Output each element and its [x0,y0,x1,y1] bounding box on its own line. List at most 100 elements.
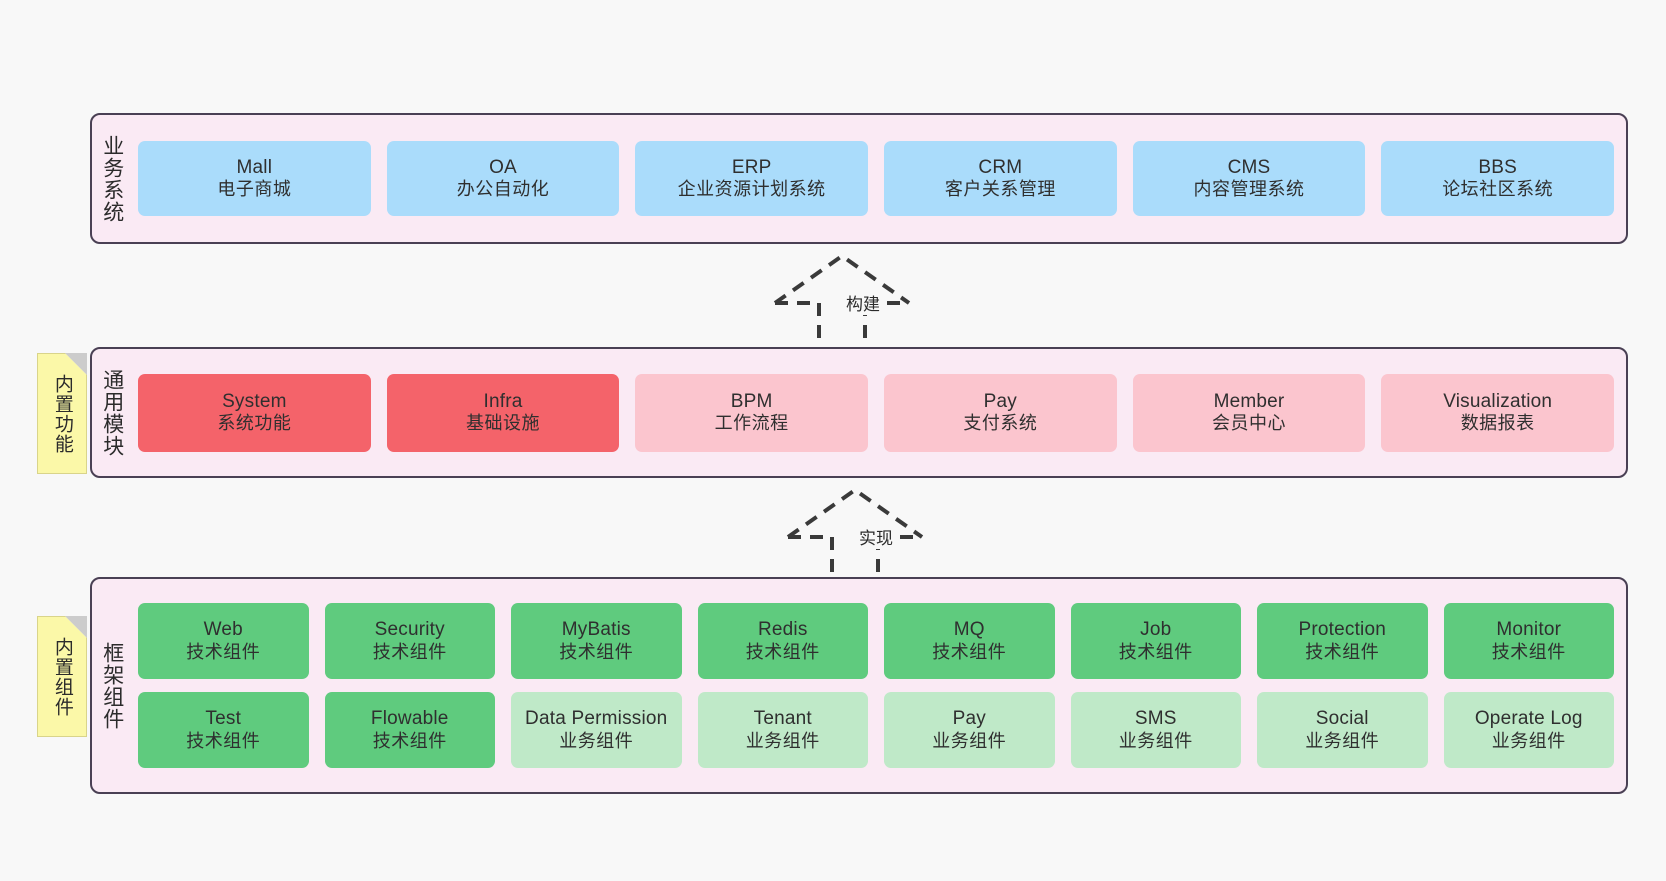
card-subtitle: 支付系统 [963,413,1038,434]
card-infra[interactable]: Infra 基础设施 [386,373,620,452]
card-tenant[interactable]: Tenant 业务组件 [697,692,868,768]
layer-title-common: 通用模块 [100,368,124,457]
card-title: Pay [983,390,1018,412]
card-security[interactable]: Security 技术组件 [324,603,495,679]
card-title: Test [205,708,242,730]
card-row: Web 技术组件 Security 技术组件 MyBatis 技术组件 Redi… [138,603,1614,679]
card-title: BBS [1478,156,1517,178]
card-protection[interactable]: Protection 技术组件 [1257,603,1428,679]
layer-common-module: 通用模块 System 系统功能 Infra 基础设施 BPM 工作流程 Pay… [90,347,1628,478]
card-title: Mall [236,156,273,178]
card-mq[interactable]: MQ 技术组件 [884,603,1055,679]
card-subtitle: 业务组件 [1305,730,1380,751]
connector-label-build: 构建 [843,290,883,315]
card-title: CRM [978,156,1023,178]
card-erp[interactable]: ERP 企业资源计划系统 [635,141,869,216]
card-oa[interactable]: OA 办公自动化 [386,141,620,216]
card-title: BPM [730,390,773,412]
note-builtin-component: 内置组件 [37,616,87,737]
card-title: MyBatis [561,619,631,641]
card-title: SMS [1134,708,1177,730]
card-redis[interactable]: Redis 技术组件 [697,603,868,679]
card-subtitle: 内容管理系统 [1193,179,1305,200]
layer-business-system: 业务系统 Mall 电子商城 OA 办公自动化 ERP 企业资源计划系统 CRM… [90,113,1628,244]
card-job[interactable]: Job 技术组件 [1070,603,1241,679]
card-title: Security [374,619,445,641]
card-row: Mall 电子商城 OA 办公自动化 ERP 企业资源计划系统 CRM 客户关系… [138,141,1615,216]
card-monitor[interactable]: Monitor 技术组件 [1443,603,1614,679]
layer-title-business: 业务系统 [100,134,124,223]
card-title: Operate Log [1474,708,1583,730]
card-title: Infra [483,390,523,412]
card-system[interactable]: System 系统功能 [138,373,371,452]
card-title: Pay [952,708,986,730]
card-test[interactable]: Test 技术组件 [138,692,309,768]
generalization-arrow-icon [786,487,924,580]
card-subtitle: 技术组件 [1491,641,1566,662]
note-text: 内置组件 [51,636,73,717]
card-subtitle: 业务组件 [932,730,1007,751]
card-bbs[interactable]: BBS 论坛社区系统 [1381,141,1615,216]
layer-framework-component: 框架组件 Web 技术组件 Security 技术组件 MyBatis 技术组件… [90,577,1628,794]
card-crm[interactable]: CRM 客户关系管理 [884,141,1117,216]
card-title: Web [203,619,243,641]
card-subtitle: 技术组件 [1118,641,1193,662]
card-subtitle: 技术组件 [372,730,447,751]
card-grid-business: Mall 电子商城 OA 办公自动化 ERP 企业资源计划系统 CRM 客户关系… [132,115,1626,242]
card-subtitle: 数据报表 [1460,413,1535,434]
card-subtitle: 业务组件 [1491,730,1566,751]
card-subtitle: 客户关系管理 [944,179,1056,200]
connector-label-implement: 实现 [856,524,896,549]
card-subtitle: 工作流程 [714,413,789,434]
card-member[interactable]: Member 会员中心 [1132,373,1366,452]
card-subtitle: 基础设施 [466,413,540,434]
card-mybatis[interactable]: MyBatis 技术组件 [511,603,682,679]
card-subtitle: 论坛社区系统 [1442,179,1554,200]
card-subtitle: 技术组件 [745,641,820,662]
card-pay-business[interactable]: Pay 业务组件 [884,692,1055,768]
card-grid-framework: Web 技术组件 Security 技术组件 MyBatis 技术组件 Redi… [132,579,1626,792]
generalization-arrow-icon [773,253,911,346]
card-subtitle: 技术组件 [559,641,634,662]
card-cms[interactable]: CMS 内容管理系统 [1132,141,1366,216]
card-title: CMS [1227,156,1271,178]
card-subtitle: 电子商城 [217,179,292,200]
card-row: System 系统功能 Infra 基础设施 BPM 工作流程 Pay 支付系统… [138,373,1615,452]
card-visualization[interactable]: Visualization 数据报表 [1381,373,1615,452]
card-title: Visualization [1443,390,1553,412]
card-title: Redis [757,619,808,641]
card-subtitle: 技术组件 [372,641,447,662]
card-subtitle: 业务组件 [1118,730,1193,751]
card-subtitle: 业务组件 [559,730,634,751]
card-web[interactable]: Web 技术组件 [138,603,309,679]
card-flowable[interactable]: Flowable 技术组件 [324,692,495,768]
card-title: Social [1315,708,1369,730]
card-title: OA [489,156,517,178]
connector-implement: 实现 [770,482,940,580]
note-text: 内置功能 [51,373,73,454]
card-sms[interactable]: SMS 业务组件 [1070,692,1241,768]
card-data-permission[interactable]: Data Permission 业务组件 [511,692,682,768]
card-title: Data Permission [525,708,668,730]
card-pay[interactable]: Pay 支付系统 [884,373,1117,452]
card-row: Test 技术组件 Flowable 技术组件 Data Permission … [138,692,1614,768]
card-title: ERP [731,156,772,178]
card-subtitle: 技术组件 [932,641,1007,662]
card-subtitle: 技术组件 [186,641,261,662]
card-subtitle: 系统功能 [217,413,292,434]
note-builtin-function: 内置功能 [37,353,87,474]
card-subtitle: 技术组件 [186,730,261,751]
card-title: Member [1213,390,1285,412]
card-operate-log[interactable]: Operate Log 业务组件 [1443,692,1614,768]
layer-title-framework: 框架组件 [100,641,124,730]
card-subtitle: 办公自动化 [456,179,550,200]
card-social[interactable]: Social 业务组件 [1257,692,1428,768]
card-mall[interactable]: Mall 电子商城 [138,141,371,216]
card-bpm[interactable]: BPM 工作流程 [635,373,869,452]
card-title: System [222,390,287,412]
card-title: Job [1140,619,1172,641]
card-grid-common: System 系统功能 Infra 基础设施 BPM 工作流程 Pay 支付系统… [132,349,1626,476]
card-title: MQ [953,619,985,641]
connector-build: 构建 [757,248,927,346]
